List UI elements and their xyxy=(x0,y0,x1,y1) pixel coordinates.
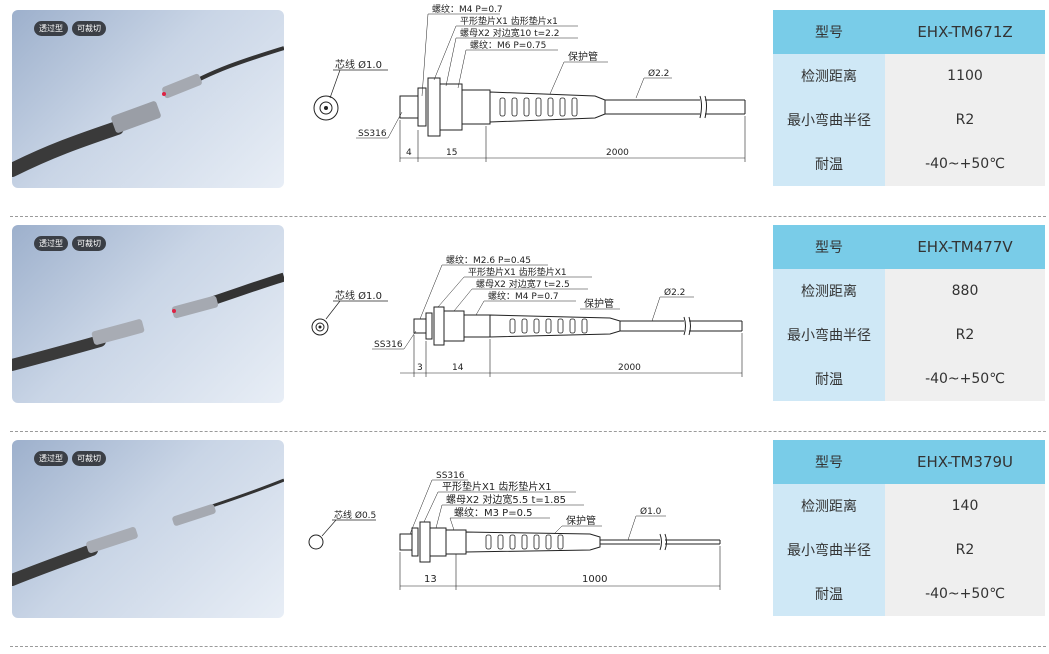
note-washer: 平形垫片X1 齿形垫片x1 xyxy=(460,15,558,27)
note-thread2: 螺纹：M3 P=0.5 xyxy=(454,506,532,519)
spec-distance-label: 检测距离 xyxy=(773,484,885,528)
tag-transmissive: 透过型 xyxy=(34,236,68,251)
product-row-2: 透过型 可裁切 芯线 Ø1.0 螺纹：M2.6 P=0 xyxy=(0,215,1049,415)
spec-distance: 140 xyxy=(885,484,1045,528)
tag-cuttable: 可裁切 xyxy=(72,236,106,251)
spec-model: EHX-TM379U xyxy=(885,440,1045,484)
note-thread2: 螺纹：M4 P=0.7 xyxy=(488,290,559,302)
core-label: 芯线 Ø1.0 xyxy=(335,289,382,302)
tag-cuttable: 可裁切 xyxy=(72,21,106,36)
spec-temp: -40~+50℃ xyxy=(885,572,1045,616)
note-nut: 螺母X2 对边宽7 t=2.5 xyxy=(476,278,570,290)
spec-temp: -40~+50℃ xyxy=(885,142,1045,186)
note-washer: 平形垫片X1 齿形垫片X1 xyxy=(442,480,552,493)
dim-2: 15 xyxy=(446,148,457,158)
note-washer: 平形垫片X1 齿形垫片X1 xyxy=(468,266,567,278)
note-material: SS316 xyxy=(374,340,403,350)
note-protect: 保护管 xyxy=(566,514,596,527)
spec-radius-label: 最小弯曲半径 xyxy=(773,98,885,142)
product-photo: 透过型 可裁切 xyxy=(12,225,284,403)
separator xyxy=(10,646,1046,647)
spec-temp: -40~+50℃ xyxy=(885,357,1045,401)
spec-distance: 1100 xyxy=(885,54,1045,98)
spec-radius-label: 最小弯曲半径 xyxy=(773,313,885,357)
product-row-3: 透过型 可裁切 芯线 Ø0.5 SS316 平形垫片X1 齿形垫片X1 xyxy=(0,430,1049,630)
separator xyxy=(10,216,1046,217)
fiber-sensor-image xyxy=(12,272,284,371)
core-label: 芯线 Ø0.5 xyxy=(334,509,376,521)
spec-radius: R2 xyxy=(885,98,1045,142)
spec-radius: R2 xyxy=(885,313,1045,357)
spec-model: EHX-TM671Z xyxy=(885,10,1045,54)
tag-group: 透过型 可裁切 xyxy=(34,451,106,466)
note-thread: 螺纹：M2.6 P=0.45 xyxy=(446,254,531,266)
note-thread2: 螺纹：M6 P=0.75 xyxy=(470,39,546,51)
note-cable: Ø1.0 xyxy=(640,506,662,517)
spec-radius-label: 最小弯曲半径 xyxy=(773,528,885,572)
tag-transmissive: 透过型 xyxy=(34,21,68,36)
spec-model: EHX-TM477V xyxy=(885,225,1045,269)
note-cable: Ø2.2 xyxy=(648,68,669,79)
note-material: SS316 xyxy=(358,129,387,139)
product-photo: 透过型 可裁切 xyxy=(12,10,284,188)
note-material: SS316 xyxy=(436,471,465,481)
tag-cuttable: 可裁切 xyxy=(72,451,106,466)
dimension-drawing: 芯线 Ø0.5 SS316 平形垫片X1 齿形垫片X1 螺母X2 对边宽5.5 … xyxy=(308,471,721,590)
spec-distance-label: 检测距离 xyxy=(773,54,885,98)
dim-1: 4 xyxy=(406,148,412,158)
core-label: 芯线 Ø1.0 xyxy=(335,58,382,71)
spec-temp-label: 耐温 xyxy=(773,357,885,401)
spec-radius: R2 xyxy=(885,528,1045,572)
spec-model-label: 型号 xyxy=(773,225,885,269)
spec-model-label: 型号 xyxy=(773,10,885,54)
tag-group: 透过型 可裁切 xyxy=(34,236,106,251)
dim-1: 13 xyxy=(424,574,437,585)
dim-3: 2000 xyxy=(618,363,641,373)
dimension-drawing: 芯线 Ø1.0 螺纹：M2.6 P=0.45 平形垫片X1 齿形垫片X1 螺母X… xyxy=(311,254,743,377)
spec-model-label: 型号 xyxy=(773,440,885,484)
separator xyxy=(10,431,1046,432)
note-protect: 保护管 xyxy=(584,297,614,310)
fiber-sensor-image xyxy=(12,46,284,177)
product-photo: 透过型 可裁切 xyxy=(12,440,284,618)
fiber-sensor-image xyxy=(12,478,284,586)
spec-temp-label: 耐温 xyxy=(773,572,885,616)
tag-group: 透过型 可裁切 xyxy=(34,21,106,36)
dimension-drawing: 芯线 Ø1.0 螺纹：M4 P=0.7 平形垫片X1 齿形垫片x1 螺母X2 对… xyxy=(313,3,746,162)
dim-2: 1000 xyxy=(582,574,607,585)
note-nut: 螺母X2 对边宽10 t=2.2 xyxy=(460,27,559,39)
product-row-1: 透过型 可裁切 芯线 Ø1.0 xyxy=(0,0,1049,200)
dim-1: 3 xyxy=(417,363,423,373)
note-protect: 保护管 xyxy=(568,50,598,63)
note-cable: Ø2.2 xyxy=(664,287,685,298)
spec-temp-label: 耐温 xyxy=(773,142,885,186)
spec-distance-label: 检测距离 xyxy=(773,269,885,313)
dim-2: 14 xyxy=(452,363,464,373)
spec-distance: 880 xyxy=(885,269,1045,313)
dim-3: 2000 xyxy=(606,148,629,158)
note-thread: 螺纹：M4 P=0.7 xyxy=(432,3,503,15)
tag-transmissive: 透过型 xyxy=(34,451,68,466)
note-nut: 螺母X2 对边宽5.5 t=1.85 xyxy=(446,493,566,506)
